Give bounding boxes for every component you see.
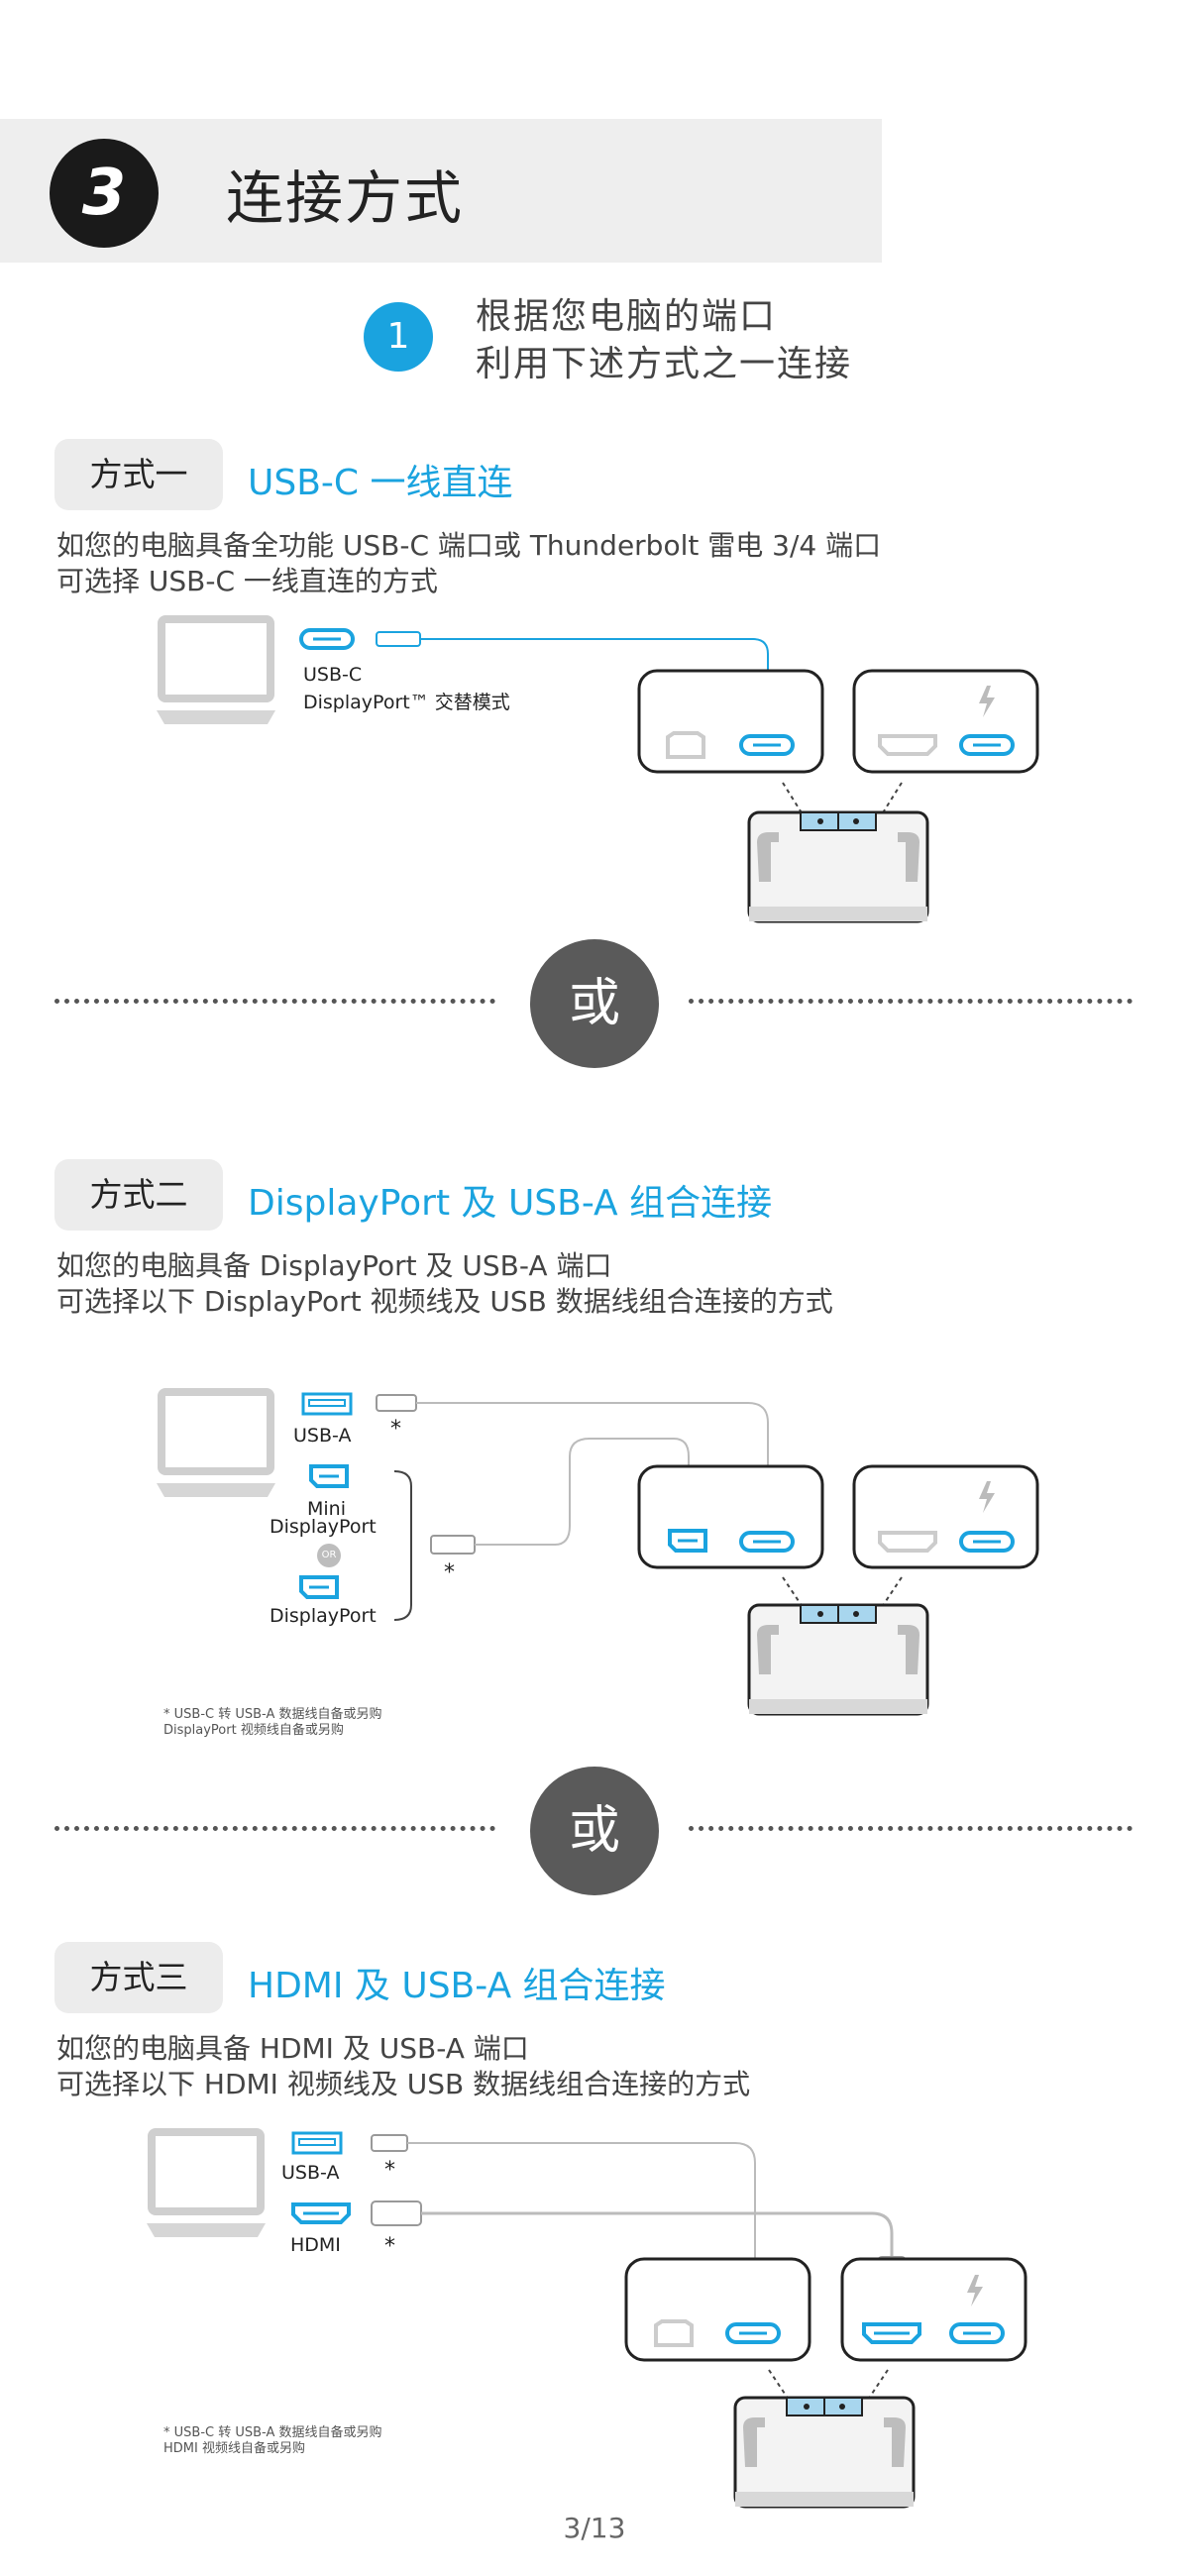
hdmi-plug-icon — [371, 2200, 422, 2226]
method2-title: DisplayPort 及 USB-A 组合连接 — [248, 1183, 773, 1224]
method2-desc-2: 可选择以下 DisplayPort 视频线及 USB 数据线组合连接的方式 — [56, 1285, 833, 1318]
divider-dots-left — [54, 1826, 495, 1831]
section-title: 连接方式 — [226, 164, 465, 232]
method3-pill: 方式三 — [54, 1942, 223, 2013]
method3-desc-1: 如您的电脑具备 HDMI 及 USB-A 端口 — [56, 2032, 529, 2065]
substep-number-badge: 1 — [364, 302, 433, 372]
laptop-icon — [157, 619, 275, 724]
page-number: 3/13 — [563, 2512, 626, 2544]
monitor-stand-icon — [733, 2396, 916, 2509]
monitor-hub-icon — [840, 2257, 1027, 2362]
label-displayport: DisplayPort — [270, 1605, 377, 1627]
label-mini-displayport: DisplayPort — [270, 1516, 377, 1538]
asterisk: * — [444, 1560, 455, 1585]
label-mini: Mini — [307, 1498, 346, 1520]
label-usb-a: USB-A — [281, 2162, 340, 2184]
label-hdmi: HDMI — [290, 2234, 341, 2256]
label-usb-a: USB-A — [293, 1425, 352, 1447]
usb-a-port-icon — [291, 2131, 343, 2155]
method3-desc-2: 可选择以下 HDMI 视频线及 USB 数据线组合连接的方式 — [56, 2068, 751, 2100]
displayport-plug-icon — [430, 1535, 476, 1555]
monitor-stand-icon — [747, 1603, 929, 1716]
asterisk: * — [384, 2158, 395, 2183]
method1-port-label-2: DisplayPort™ 交替模式 — [303, 692, 510, 713]
asterisk: * — [390, 1417, 401, 1442]
method1-desc-2: 可选择 USB-C 一线直连的方式 — [56, 565, 438, 597]
laptop-icon — [157, 1392, 275, 1497]
method2-note-1: * USB-C 转 USB-A 数据线自备或另购 — [163, 1707, 382, 1722]
method3-note-1: * USB-C 转 USB-A 数据线自备或另购 — [163, 2425, 382, 2440]
method1-title: USB-C 一线直连 — [248, 463, 513, 503]
laptop-icon — [147, 2132, 266, 2237]
divider-dots-left — [54, 999, 495, 1004]
intro-line-1: 根据您电脑的端口 — [476, 296, 778, 337]
method2-desc-1: 如您的电脑具备 DisplayPort 及 USB-A 端口 — [56, 1249, 612, 1282]
bracket — [393, 1470, 412, 1621]
usb-c-plug-icon — [376, 631, 421, 647]
hdmi-port-icon — [291, 2202, 351, 2224]
method1-pill: 方式一 — [54, 439, 223, 510]
method2-note-2: DisplayPort 视频线自备或另购 — [163, 1723, 344, 1738]
monitor-hub-icon — [852, 669, 1039, 774]
method3-title: HDMI 及 USB-A 组合连接 — [248, 1966, 666, 2006]
monitor-hub-icon — [637, 1464, 824, 1569]
or-divider: 或 — [530, 939, 659, 1068]
method3-note-2: HDMI 视频线自备或另购 — [163, 2441, 305, 2456]
method1-port-label-1: USB-C — [303, 664, 363, 686]
divider-dots-right — [689, 999, 1133, 1004]
step-number-badge: 3 — [50, 139, 159, 248]
method1-desc-1: 如您的电脑具备全功能 USB-C 端口或 Thunderbolt 雷电 3/4 … — [56, 529, 882, 562]
monitor-stand-icon — [747, 810, 929, 923]
asterisk: * — [384, 2234, 395, 2259]
divider-dots-right — [689, 1826, 1133, 1831]
monitor-hub-icon — [624, 2257, 811, 2362]
usb-c-cable — [420, 638, 769, 684]
or-small-badge: OR — [317, 1544, 341, 1567]
usb-c-port-icon — [299, 628, 355, 650]
mini-displayport-icon — [309, 1464, 349, 1488]
method2-pill: 方式二 — [54, 1159, 223, 1231]
usb-a-port-icon — [301, 1392, 353, 1416]
usb-a-plug-icon — [376, 1394, 417, 1412]
or-divider: 或 — [530, 1767, 659, 1895]
intro-line-2: 利用下述方式之一连接 — [476, 344, 853, 384]
monitor-hub-icon — [852, 1464, 1039, 1569]
displayport-icon — [299, 1575, 339, 1599]
